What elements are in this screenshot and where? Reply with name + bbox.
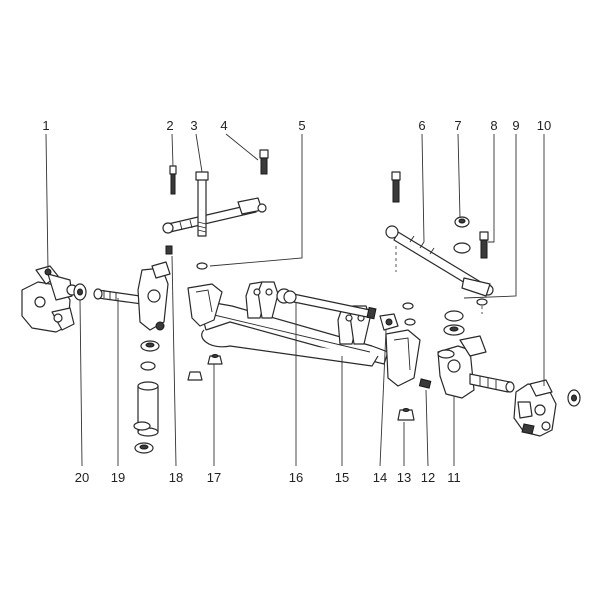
callout-1: 1 [42,118,49,133]
leader-14 [379,329,387,467]
leader-20 [79,299,83,467]
spindle-left [93,245,173,331]
tie-rod-right [385,171,494,297]
callout-10: 10 [537,118,551,133]
bolt-8 [479,231,489,259]
callout-17: 17 [207,470,221,485]
leader-5 [209,134,303,267]
tie-rod-left [162,171,267,237]
callout-16: 16 [289,470,303,485]
brake-caliper-left [21,265,78,333]
bushing-stack-right [402,302,465,336]
nut-20 [73,283,87,301]
bolt-2 [169,165,177,195]
leader-12 [425,389,429,467]
washer-9 [476,298,488,314]
nut-7 [453,216,471,254]
callout-13: 13 [397,470,411,485]
callout-19: 19 [111,470,125,485]
bushing-stack-left [133,340,160,454]
callout-11: 11 [447,470,461,485]
callout-15: 15 [335,470,349,485]
callout-4: 4 [220,118,227,133]
axle-beam [187,281,421,387]
leader-8 [488,134,495,243]
callout-20: 20 [75,470,89,485]
callout-5: 5 [298,118,305,133]
leader-9 [463,134,517,299]
callout-7: 7 [454,118,461,133]
leader-18 [171,255,177,467]
spindle-right [437,335,515,399]
leader-2 [171,133,174,167]
callout-14: 14 [373,470,387,485]
callout-18: 18 [169,470,183,485]
nut-13 [397,408,415,421]
brake-caliper-right [513,379,557,437]
callout-labels: 1 2 3 4 5 6 7 8 9 10 11 12 13 14 15 16 1… [42,118,551,485]
leader-1 [45,133,49,271]
bolt-12 [418,378,432,389]
leader-lines [45,133,545,467]
leader-4 [225,133,259,161]
nut-17b [187,371,203,381]
callout-9: 9 [512,118,519,133]
callout-6: 6 [418,118,425,133]
callout-12: 12 [421,470,435,485]
pivot-bolt [276,288,377,320]
callout-2: 2 [166,118,173,133]
leader-7 [457,133,461,219]
nut-17 [207,354,223,365]
washer-5 [196,262,208,270]
nut-10b [567,389,581,407]
callout-8: 8 [490,118,497,133]
leader-3 [195,133,203,173]
nut-14 [379,313,399,331]
leader-6 [421,133,425,243]
callout-3: 3 [190,118,197,133]
bolt-4 [259,149,269,175]
